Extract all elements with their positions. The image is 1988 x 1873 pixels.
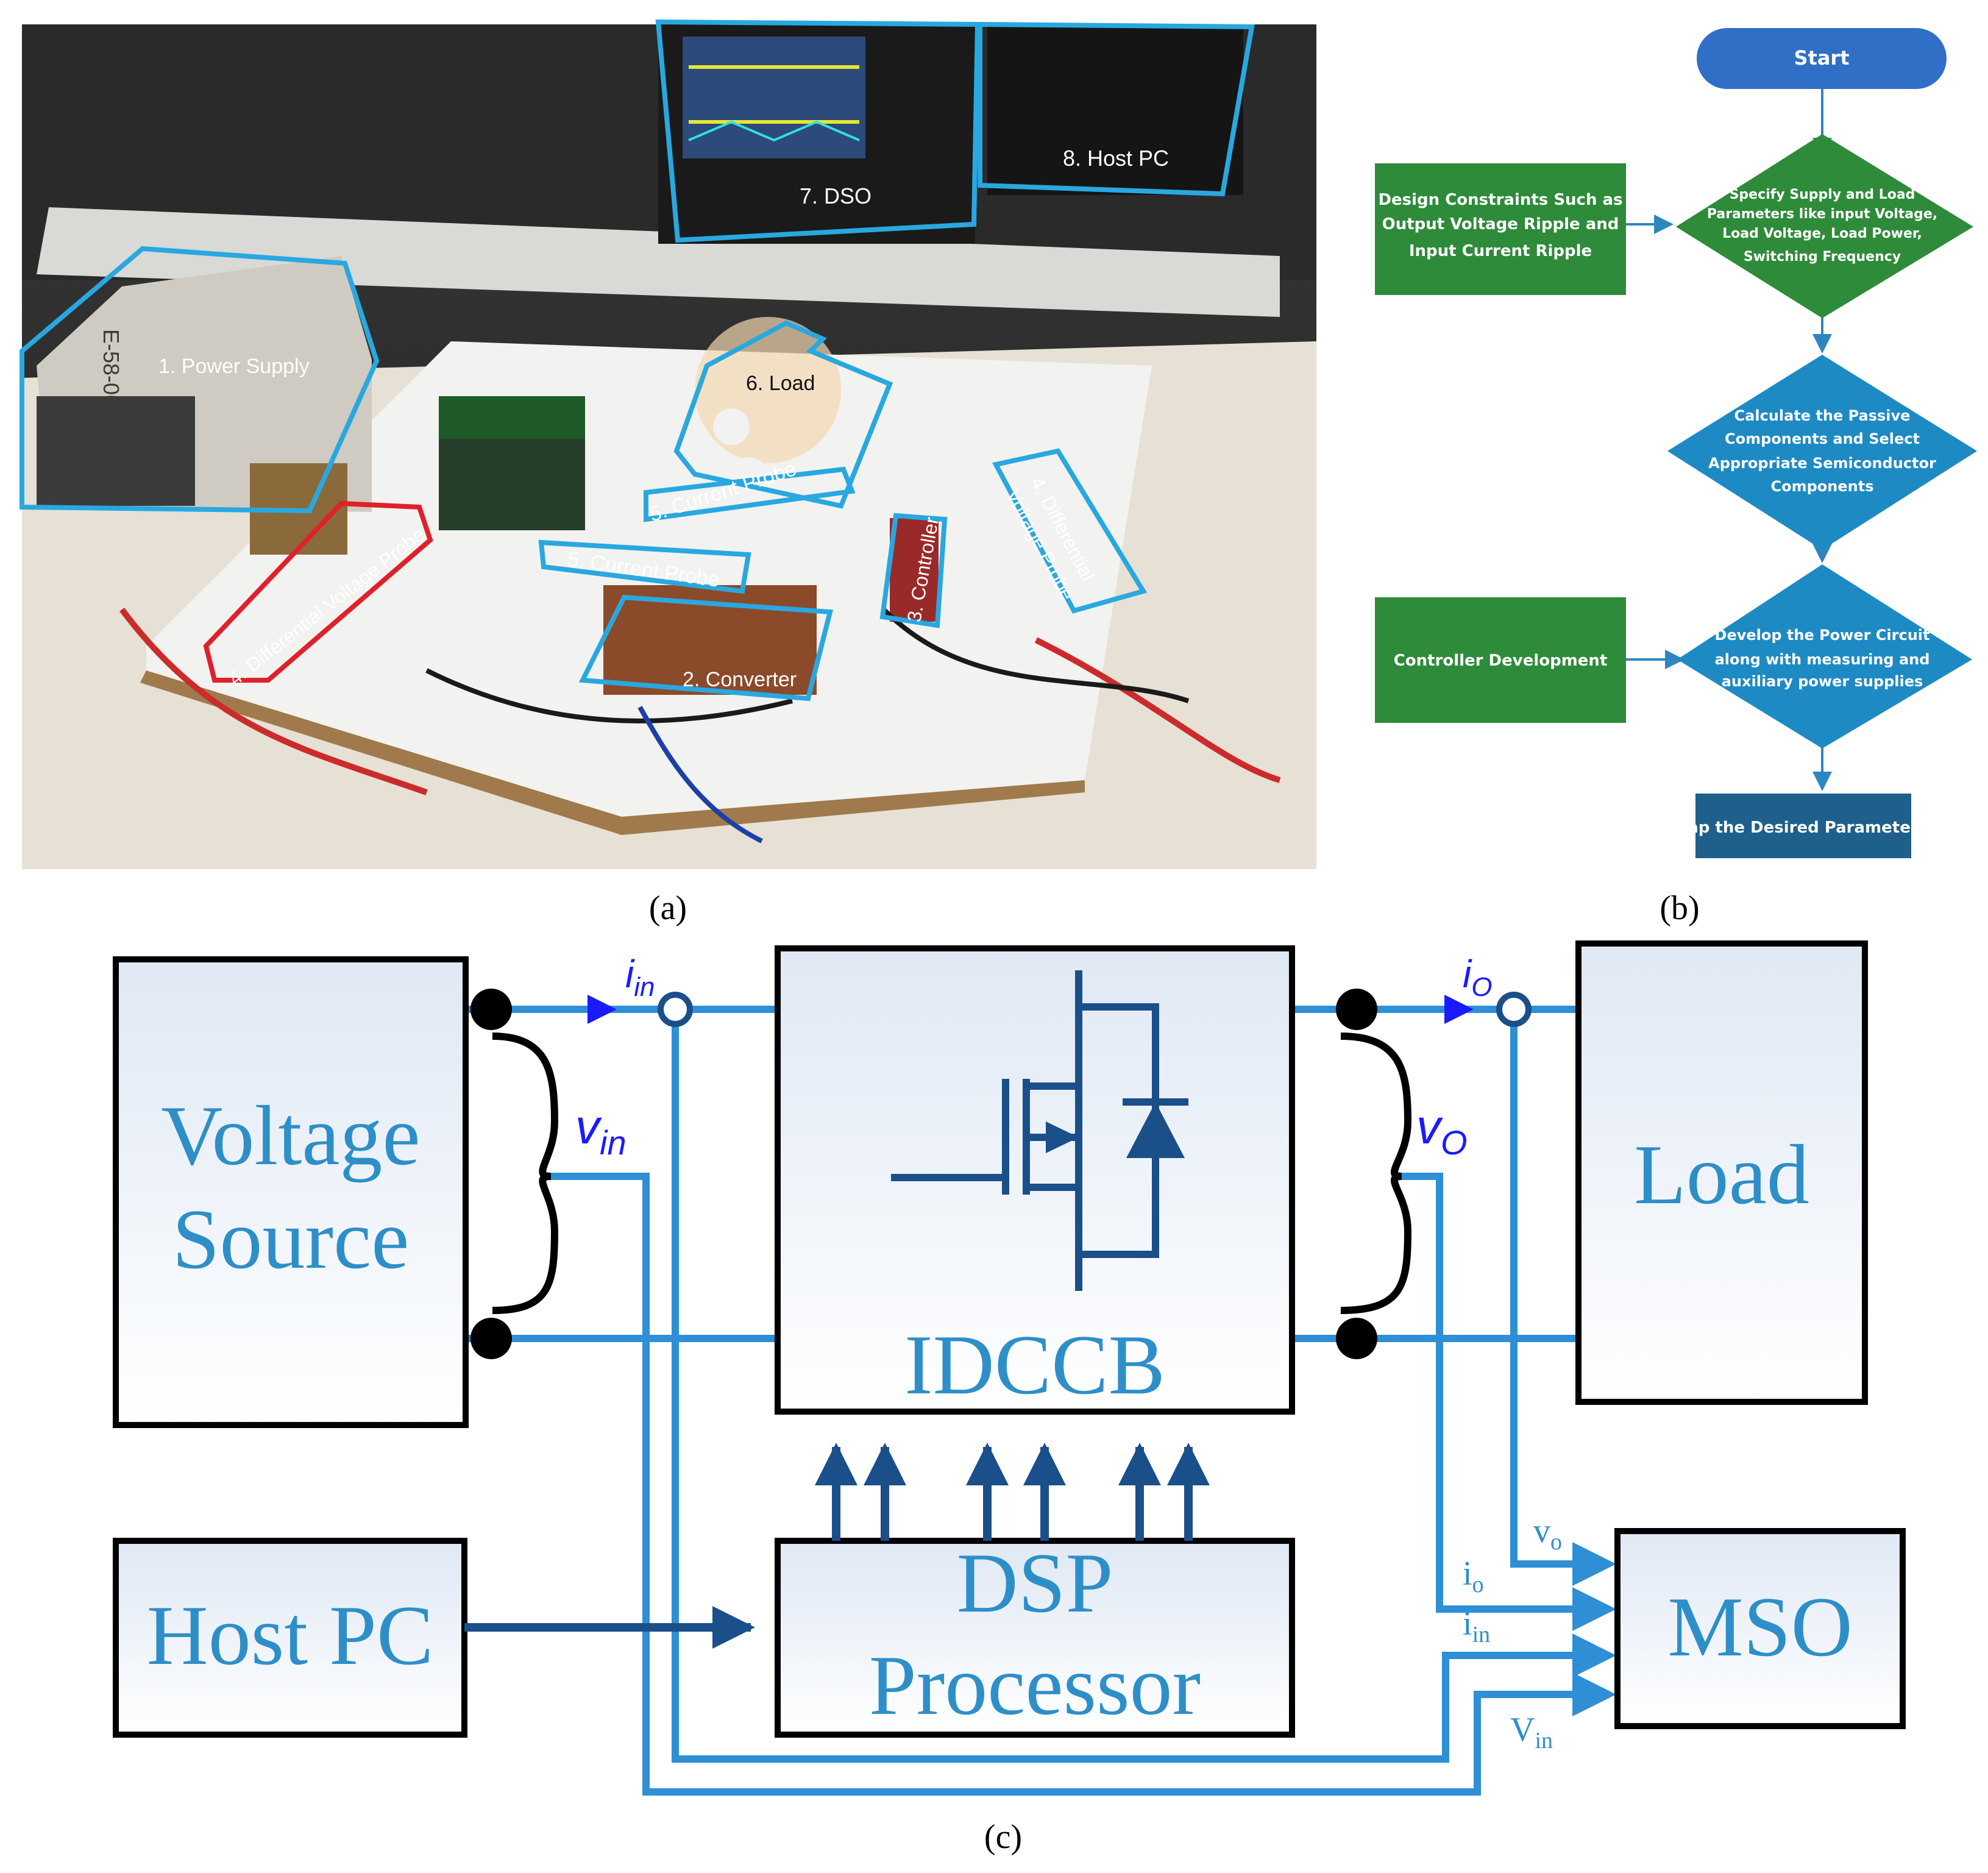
label-dso: 7. DSO <box>800 183 872 208</box>
io-arrow <box>1444 995 1474 1024</box>
calculate-diamond <box>1667 355 1977 550</box>
caption-c: (c) <box>984 1818 1022 1856</box>
flow-arrows <box>1625 88 1832 791</box>
label-vin: vin <box>575 1100 627 1162</box>
idccb-block <box>775 945 1295 1415</box>
label-converter: 2. Converter <box>683 668 797 691</box>
idccb-label: IDCCB <box>904 1318 1165 1412</box>
host-pc-block <box>113 1538 467 1738</box>
host-pc-label: Host PC <box>147 1588 434 1683</box>
calculate-line-2: Components and Select <box>1725 430 1920 447</box>
start-label: Start <box>1794 46 1849 69</box>
diff-probe-right-outline <box>992 448 1148 614</box>
panel-b-flowchart: Start Design Constraints Such as Output … <box>1375 28 1977 858</box>
wire-iin-sense <box>672 1019 1616 1763</box>
label-mso-io: io <box>1463 1555 1484 1598</box>
load-block <box>1575 940 1868 1405</box>
converter-outline <box>578 594 834 702</box>
label-iin: iin <box>625 952 655 1002</box>
diff-probe-left-outline <box>203 500 433 683</box>
constraints-line-3: Input Current Ripple <box>1409 242 1592 260</box>
specify-line-1: Specify Supply and Load <box>1730 187 1915 202</box>
dsp-block <box>775 1538 1295 1738</box>
mso-label: MSO <box>1667 1580 1852 1674</box>
label-load: 6. Load <box>746 372 815 395</box>
label-supply-tag: E-58-0019 <box>99 329 124 432</box>
diode-triangle <box>1126 1102 1185 1158</box>
specify-diamond <box>1676 134 1973 318</box>
label-power-supply: 1. Power Supply <box>158 355 310 378</box>
dsp-line-1: DSP <box>957 1536 1113 1630</box>
calculate-line-1: Calculate the Passive <box>1734 407 1911 424</box>
terminal-output-top <box>1336 989 1377 1030</box>
igbt-emitter-arrow <box>1046 1121 1079 1153</box>
label-mso-iin: iin <box>1463 1605 1490 1647</box>
wire-vin-sense <box>547 1173 1616 1796</box>
terminal-input-bottom <box>470 1318 512 1359</box>
controller-dev-label: Controller Development <box>1394 652 1608 670</box>
host-pc-outline <box>978 21 1255 197</box>
specify-line-4: Switching Frequency <box>1744 249 1901 265</box>
develop-line-2: along with measuring and <box>1715 651 1930 668</box>
specify-line-2: Parameters like input Voltage, <box>1707 207 1937 222</box>
start-terminator <box>1697 28 1947 89</box>
calculate-line-4: Components <box>1771 478 1874 495</box>
constraints-line-1: Design Constraints Such as <box>1378 191 1622 209</box>
dso-outline <box>655 19 981 243</box>
calculate-line-3: Appropriate Semiconductor <box>1708 455 1936 472</box>
control-arrows <box>464 1443 1210 1649</box>
voltage-source-line-2: Source <box>172 1192 410 1287</box>
constraints-line-2: Output Voltage Ripple and <box>1382 215 1619 233</box>
current-probe-outline-2 <box>538 539 751 594</box>
panel-c-diagram: Voltage Source IDCCB Load Host PC DSP Pr… <box>113 940 1906 1796</box>
panel-a-annotations <box>20 19 1255 702</box>
constraints-box <box>1375 163 1626 295</box>
wire-vo-sense <box>1393 1173 1616 1631</box>
specify-line-3: Load Voltage, Load Power, <box>1722 226 1922 241</box>
controller-dev-box <box>1375 597 1626 723</box>
iin-arrow <box>588 995 617 1024</box>
voltage-source-line-1: Voltage <box>161 1089 420 1183</box>
terminal-output-bottom <box>1336 1318 1377 1359</box>
tap-box <box>1695 794 1911 858</box>
develop-line-3: auxiliary power supplies <box>1722 673 1923 690</box>
io-sense-node <box>1496 992 1532 1027</box>
label-vo: vO <box>1416 1100 1468 1162</box>
controller-outline <box>879 513 948 628</box>
vo-brace <box>1340 1032 1412 1314</box>
iin-sense-node <box>658 992 693 1027</box>
caption-a: (a) <box>649 889 687 927</box>
power-supply-outline <box>20 246 380 514</box>
label-host-pc: 8. Host PC <box>1063 146 1169 171</box>
develop-line-1: Develop the Power Circuit <box>1715 627 1930 644</box>
load-outline <box>673 320 893 509</box>
mso-block <box>1614 1528 1906 1729</box>
voltage-source-block <box>113 956 469 1428</box>
tap-label: Tap the Desired Parameters <box>1679 819 1928 837</box>
wire-io-sense <box>1510 1019 1616 1586</box>
label-mso-vo: vo <box>1533 1512 1562 1555</box>
vin-brace <box>492 1032 559 1314</box>
load-label: Load <box>1634 1128 1809 1222</box>
caption-b: (b) <box>1660 889 1699 927</box>
label-mso-vin: Vin <box>1510 1711 1553 1754</box>
terminal-input-top <box>470 989 512 1030</box>
dsp-line-2: Processor <box>869 1638 1201 1733</box>
label-io: iO <box>1463 952 1492 1002</box>
develop-diamond <box>1677 564 1972 748</box>
current-probe-outline-1 <box>644 466 856 522</box>
